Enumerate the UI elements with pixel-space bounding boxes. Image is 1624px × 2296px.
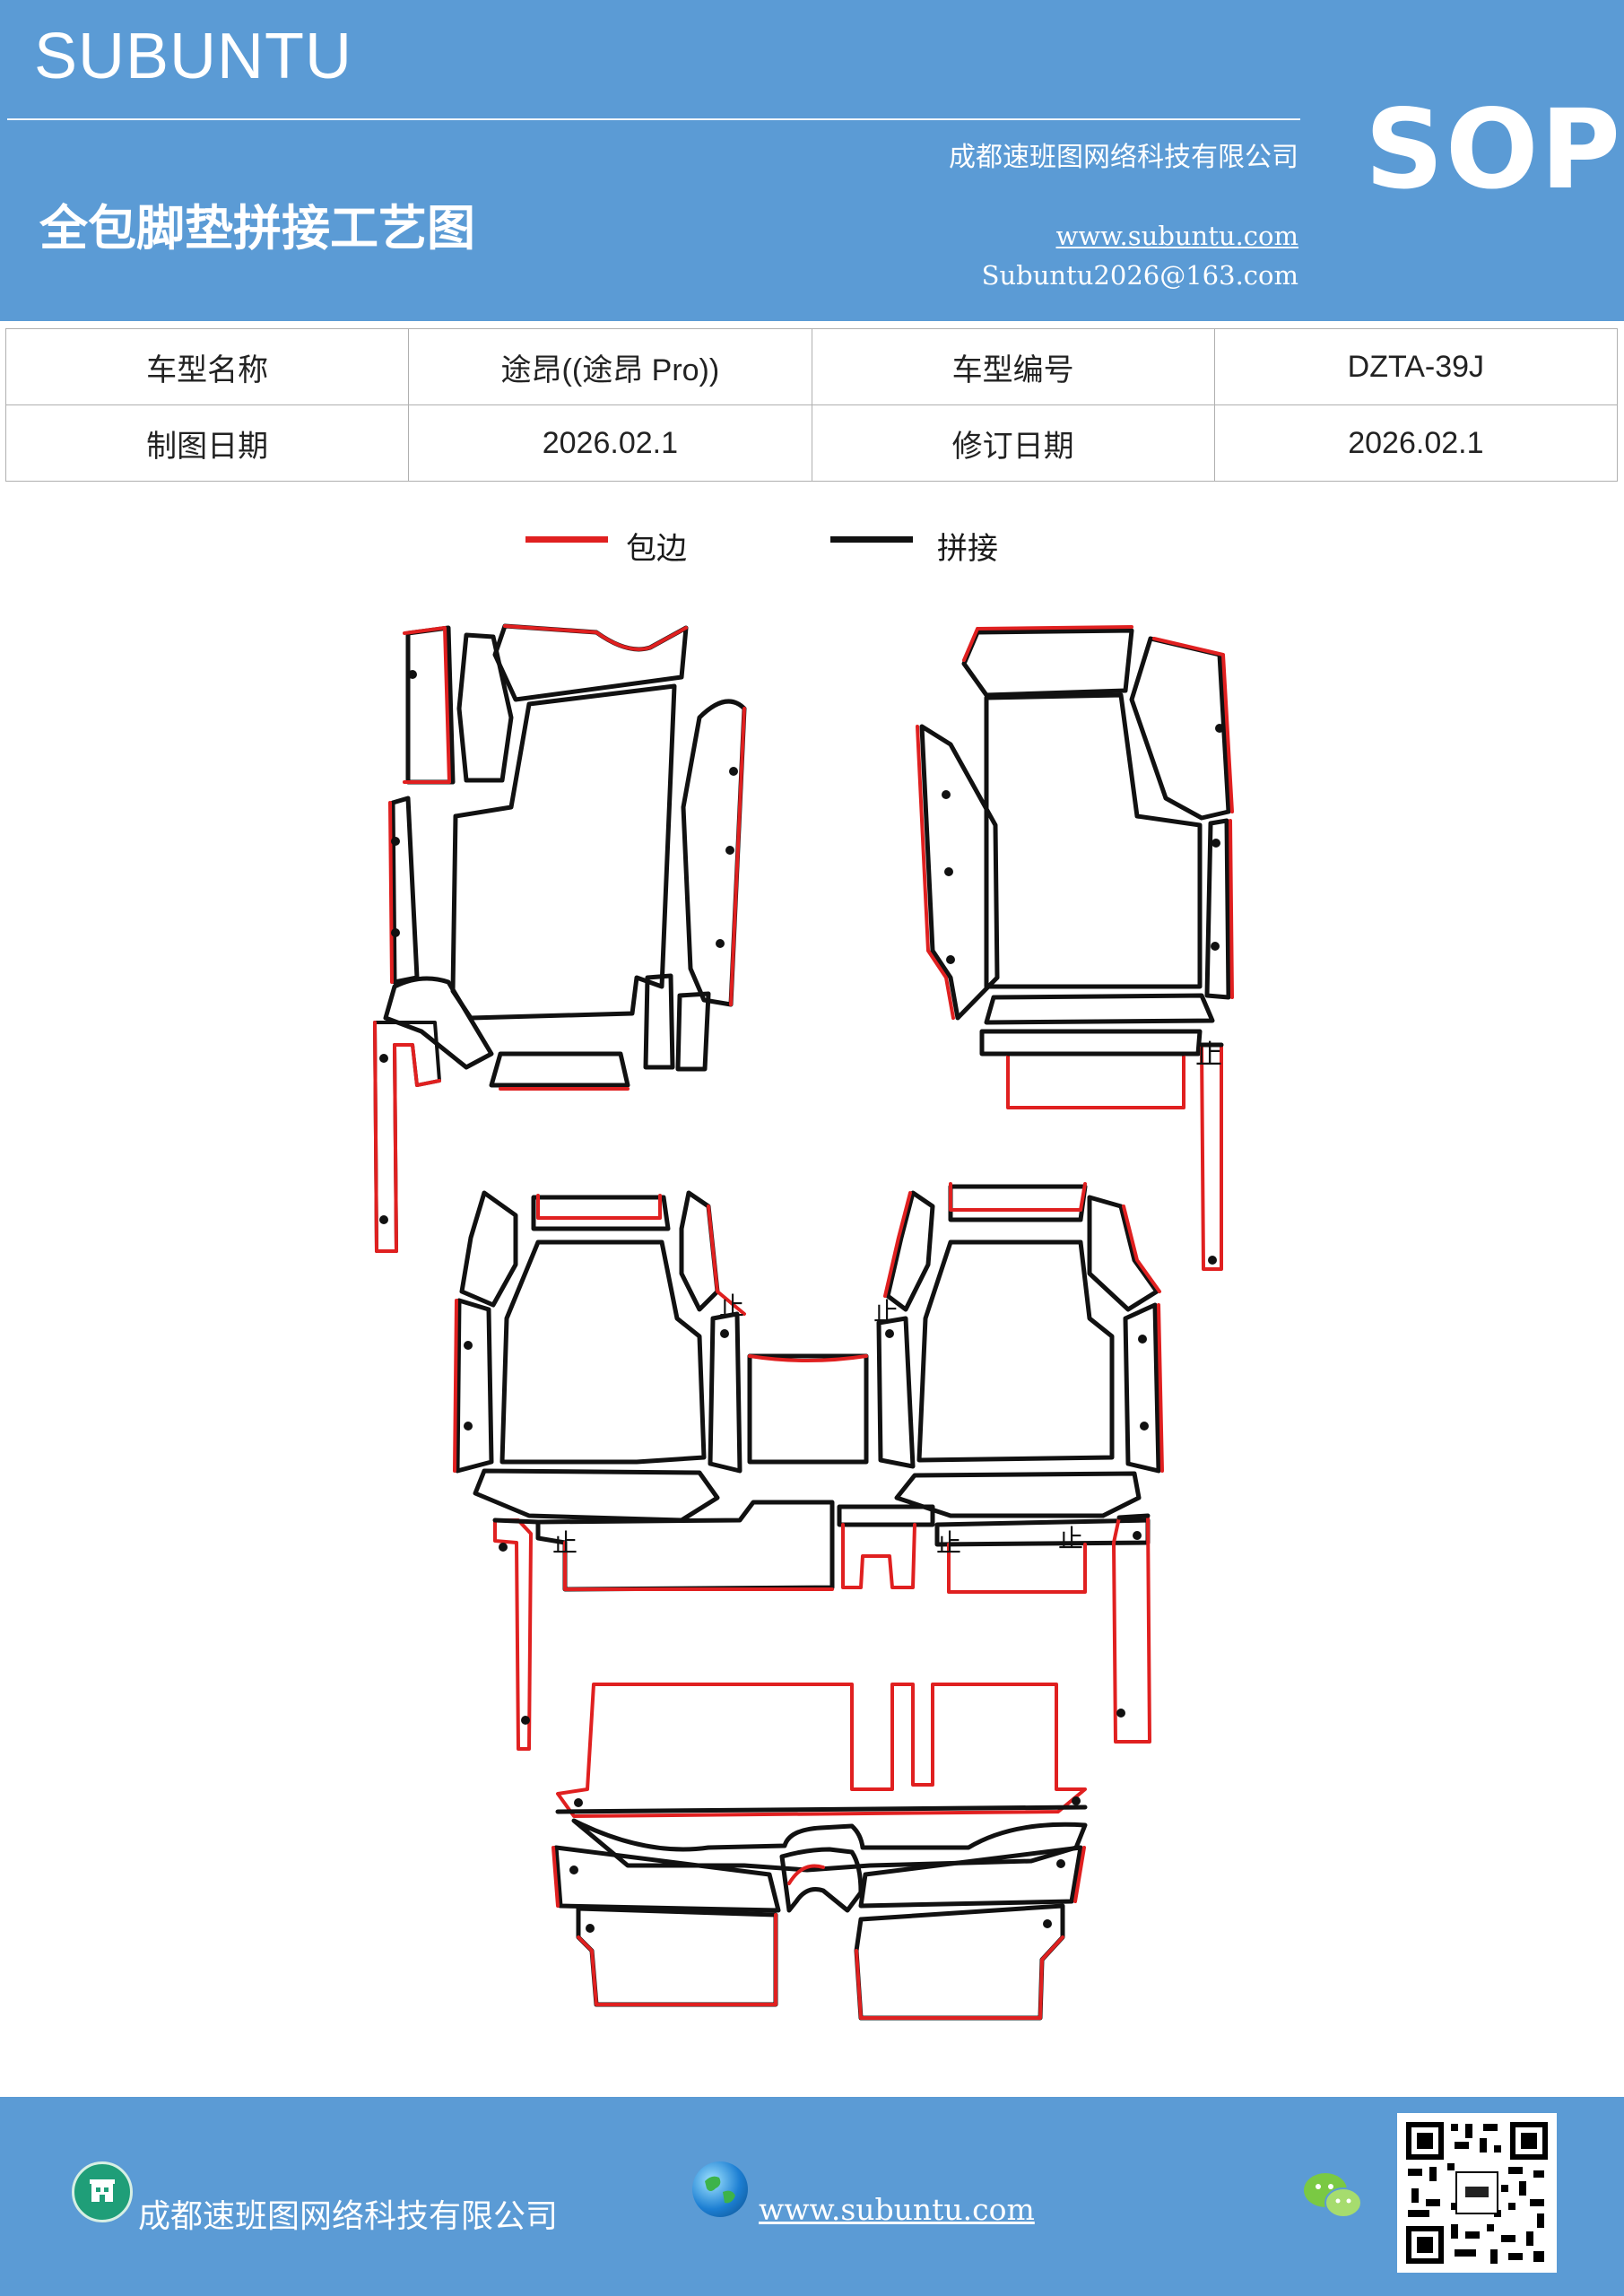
- table-cell: 车型名称: [4, 328, 410, 405]
- stop-mark: 止: [719, 1292, 744, 1321]
- stop-mark: 止: [936, 1528, 961, 1558]
- sop-badge: SOP: [1365, 86, 1622, 213]
- second-row-mats: 止 止 止 止 止: [453, 1182, 1164, 1751]
- document-title: 全包脚垫拼接工艺图: [39, 199, 475, 257]
- front-right-mat: 止: [916, 625, 1234, 1271]
- globe-icon: [692, 2161, 748, 2217]
- table-cell: 制图日期: [4, 404, 410, 482]
- stop-mark: 止: [873, 1297, 899, 1326]
- header-divider: [7, 118, 1300, 120]
- vehicle-info-table: 车型名称 途昂((途昂 Pro)) 车型编号 DZTA-39J 制图日期 202…: [4, 328, 1619, 482]
- header-banner: SUBUNTU 成都速班图网络科技有限公司 全包脚垫拼接工艺图 www.subu…: [0, 0, 1624, 321]
- table-row: 车型名称 途昂((途昂 Pro)) 车型编号 DZTA-39J: [4, 328, 1619, 405]
- third-row-mats: [551, 1683, 1088, 2021]
- header-company: 成都速班图网络科技有限公司: [949, 142, 1298, 173]
- table-cell: 车型编号: [811, 328, 1215, 405]
- table-row: 制图日期 2026.02.1 修订日期 2026.02.1: [4, 404, 1619, 482]
- legend-label-seam: 拼接: [937, 531, 998, 567]
- table-cell: DZTA-39J: [1213, 328, 1619, 405]
- table-cell: 修订日期: [811, 404, 1215, 482]
- table-cell: 2026.02.1: [408, 404, 812, 482]
- front-left-mat: [373, 623, 747, 1253]
- legend-label-edge: 包边: [626, 531, 687, 567]
- qr-code: [1397, 2113, 1557, 2273]
- header-website-link[interactable]: www.subuntu.com: [1055, 221, 1298, 251]
- table-cell: 2026.02.1: [1213, 404, 1619, 482]
- stop-mark: 止: [1058, 1524, 1083, 1553]
- wechat-icon[interactable]: [1302, 2169, 1365, 2226]
- header-email: Subuntu2026@163.com: [981, 260, 1298, 291]
- footer-banner: 成都速班图网络科技有限公司 www.subuntu.com: [0, 2097, 1624, 2296]
- legend: 包边 拼接: [0, 522, 1624, 576]
- legend-swatch-seam: [830, 536, 913, 543]
- table-cell: 途昂((途昂 Pro)): [408, 328, 812, 405]
- legend-swatch-edge: [525, 536, 608, 543]
- footer-company: 成都速班图网络科技有限公司: [138, 2198, 559, 2235]
- brand-name: SUBUNTU: [34, 21, 353, 92]
- footer-website-link[interactable]: www.subuntu.com: [759, 2192, 1035, 2227]
- stop-mark: 止: [1195, 1039, 1222, 1071]
- stop-mark: 止: [552, 1528, 578, 1558]
- building-icon: [72, 2161, 133, 2222]
